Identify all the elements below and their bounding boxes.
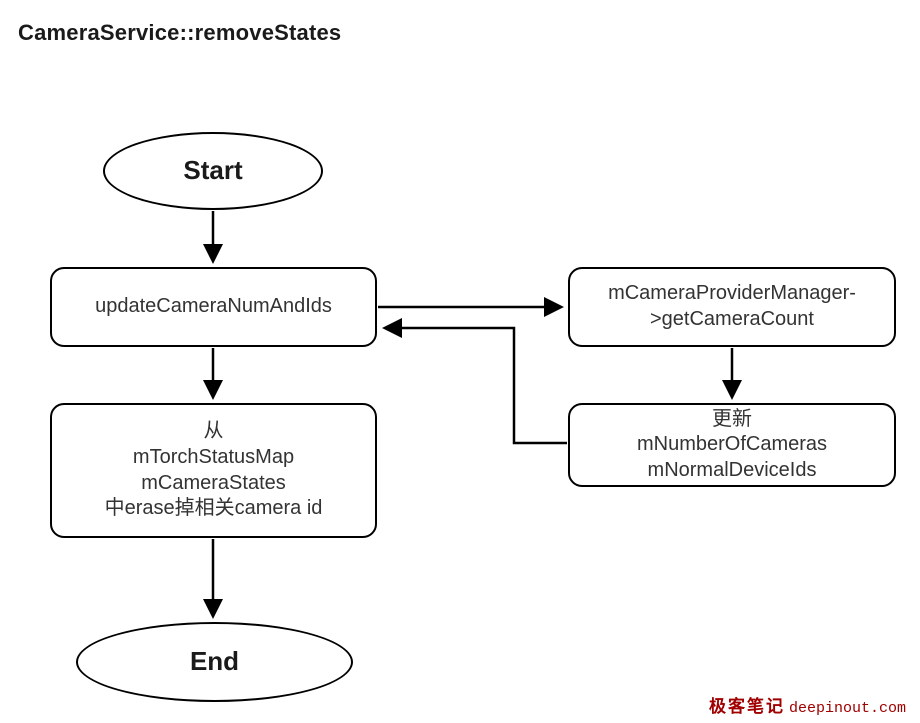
- node-erase-states: 从 mTorchStatusMap mCameraStates 中erase掉相…: [50, 403, 377, 538]
- watermark-chinese-text: 极客笔记: [708, 697, 785, 717]
- node-erase-states-line-2: mTorchStatusMap: [132, 445, 295, 468]
- watermark-site-text: deepinout.com: [788, 700, 906, 717]
- diagram-title: CameraService::removeStates: [18, 20, 342, 45]
- node-erase-states-line-3: mCameraStates: [141, 471, 286, 494]
- node-get-camera-count-line-2: >getCameraCount: [650, 308, 814, 330]
- node-update-members-line-2: mNumberOfCameras: [636, 433, 828, 456]
- node-update-members-line-1: 更新: [712, 407, 752, 430]
- node-get-camera-count-line-1: mCameraProviderManager-: [608, 282, 856, 305]
- node-end: End: [76, 622, 353, 702]
- node-update-camera-num-and-ids-label: updateCameraNumAndIds: [95, 295, 332, 318]
- node-get-camera-count: mCameraProviderManager- >getCameraCount: [568, 267, 896, 347]
- node-update-camera-num-and-ids: updateCameraNumAndIds: [50, 267, 377, 347]
- node-start-label: Start: [183, 155, 243, 186]
- node-update-members-line-3: mNormalDeviceIds: [647, 458, 817, 481]
- node-erase-states-line-4: 中erase掉相关camera id: [104, 497, 323, 520]
- node-start: Start: [103, 132, 323, 210]
- edge-members-to-update: [382, 318, 567, 445]
- node-erase-states-line-1: 从: [203, 420, 224, 443]
- node-update-members: 更新 mNumberOfCameras mNormalDeviceIds: [568, 403, 896, 487]
- node-end-label: End: [189, 646, 240, 677]
